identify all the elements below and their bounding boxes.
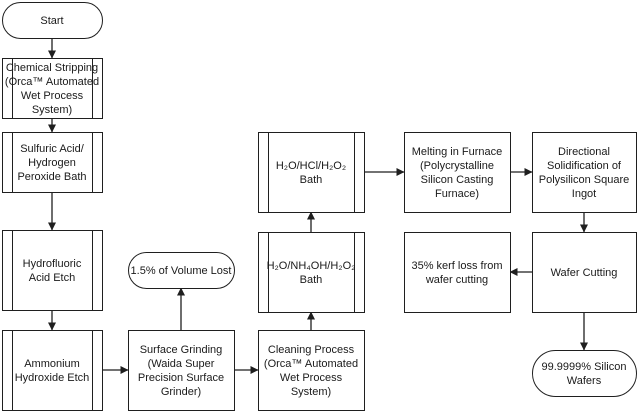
melting-label-line: Furnace) bbox=[435, 188, 479, 200]
hcl-bath-node: H₂O/HCl/H₂O₂ Bath bbox=[258, 132, 365, 213]
volume-lost-node: 1.5% of Volume Lost bbox=[128, 252, 235, 289]
start-label-line: Start bbox=[40, 15, 63, 27]
wafers-label-line: Wafers bbox=[567, 375, 602, 387]
hydrofluoric-label-line: Acid Etch bbox=[29, 272, 75, 284]
ammonium-shape bbox=[2, 330, 103, 411]
nh4oh-bath-label-line: H₂O/NH₄OH/H₂O₂ bbox=[267, 260, 356, 272]
directional-label-line: Solidification of bbox=[547, 160, 622, 172]
wafers-shape bbox=[532, 350, 637, 397]
sulfuric-acid-label-line: Hydrogen bbox=[28, 157, 76, 169]
cleaning-process-label-line: (Orca™ Automated bbox=[264, 358, 358, 370]
surface-grinding-shape bbox=[128, 330, 235, 411]
directional-label-line: Directional bbox=[558, 146, 610, 158]
directional-shape bbox=[532, 132, 637, 213]
chemical-stripping-shape bbox=[2, 58, 103, 119]
hydrofluoric-label-line: Hydrofluoric bbox=[23, 258, 82, 270]
hcl-bath-label-line: Bath bbox=[300, 174, 323, 186]
directional-label-line: Polysilicon Square bbox=[539, 174, 630, 186]
nh4oh-bath-label-line: Bath bbox=[300, 274, 323, 286]
nh4oh-bath-shape bbox=[258, 232, 365, 313]
hcl-bath-shape bbox=[258, 132, 365, 213]
kerf-loss-label-line: 35% kerf loss from bbox=[411, 260, 502, 272]
melting-shape bbox=[404, 132, 511, 213]
chemical-stripping-label-line: System) bbox=[32, 104, 72, 116]
chemical-stripping-label-line: (Orca™ Automated bbox=[5, 76, 99, 88]
wafer-cutting-label-line: Wafer Cutting bbox=[551, 267, 618, 279]
wafer-cutting-node: Wafer Cutting bbox=[532, 232, 637, 313]
hydrofluoric-shape bbox=[2, 230, 103, 311]
sulfuric-acid-label-line: Sulfuric Acid/ bbox=[20, 143, 85, 155]
cleaning-process-label-line: System) bbox=[291, 386, 331, 398]
start-shape bbox=[2, 2, 103, 39]
surface-grinding-label-line: Precision Surface bbox=[138, 372, 224, 384]
cleaning-process-shape bbox=[258, 330, 365, 411]
melting-node: Melting in Furnace (PolycrystallineSilico… bbox=[404, 132, 511, 213]
kerf-loss-label-line: wafer cutting bbox=[425, 274, 488, 286]
surface-grinding-label-line: (Waida Super bbox=[148, 358, 215, 370]
wafer-cutting-shape bbox=[532, 232, 637, 313]
volume-lost-shape bbox=[128, 252, 235, 289]
cleaning-process-label-line: Wet Process bbox=[280, 372, 343, 384]
ammonium-label-line: Hydroxide Etch bbox=[15, 372, 90, 384]
volume-lost-label-line: 1.5% of Volume Lost bbox=[131, 265, 232, 277]
melting-label-line: (Polycrystalline bbox=[420, 160, 494, 172]
wafers-label-line: 99.9999% Silicon bbox=[541, 361, 626, 373]
surface-grinding-label-line: Surface Grinding bbox=[140, 344, 223, 356]
cleaning-process-label-line: Cleaning Process bbox=[268, 344, 355, 356]
flowchart-edges bbox=[48, 38, 588, 374]
surface-grinding-label-line: Grinder) bbox=[161, 386, 201, 398]
chemical-stripping-label-line: Wet Process bbox=[21, 90, 84, 102]
melting-label-line: Silicon Casting bbox=[421, 174, 494, 186]
ammonium-label-line: Ammonium bbox=[24, 358, 80, 370]
sulfuric-acid-label-line: Peroxide Bath bbox=[17, 171, 86, 183]
nh4oh-bath-node: H₂O/NH₄OH/H₂O₂ Bath bbox=[258, 232, 365, 313]
chemical-stripping-label-line: Chemical Stripping bbox=[6, 62, 98, 74]
start-node: Start bbox=[2, 2, 103, 39]
melting-label-line: Melting in Furnace bbox=[412, 146, 503, 158]
directional-label-line: Ingot bbox=[572, 188, 596, 200]
sulfuric-acid-shape bbox=[2, 132, 103, 193]
kerf-loss-node: 35% kerf loss from wafer cutting bbox=[404, 232, 511, 313]
hcl-bath-label-line: H₂O/HCl/H₂O₂ bbox=[276, 160, 346, 172]
kerf-loss-shape bbox=[404, 232, 511, 313]
